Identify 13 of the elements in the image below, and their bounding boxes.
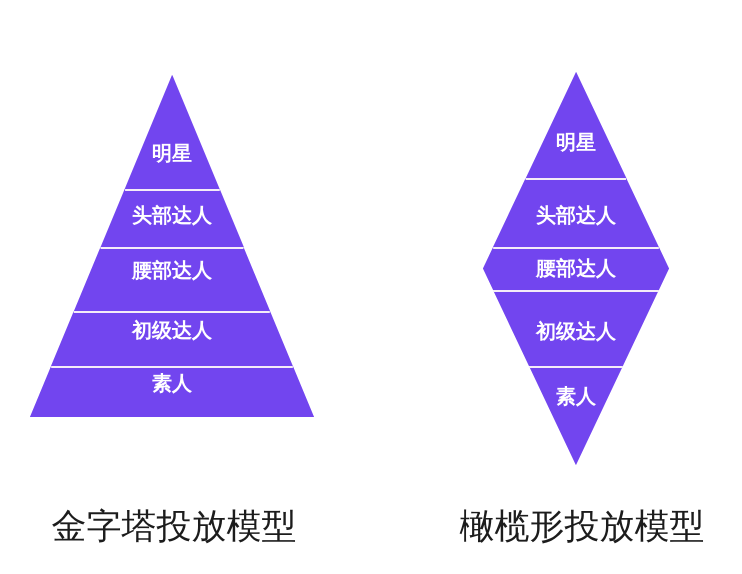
tier-band: 明星 [124, 75, 220, 189]
node-label: 金字塔投放模型 [52, 506, 296, 548]
tier-band: 头部达人 [493, 178, 659, 247]
tier-band: 腰部达人 [74, 247, 270, 311]
node-label: 橄榄形投放模型 [460, 506, 704, 548]
tier-band: 素人 [30, 366, 314, 417]
tier-band: 明星 [526, 72, 626, 178]
tier-band: 初级达人 [493, 290, 659, 366]
tier-band: 素人 [529, 366, 623, 465]
tier-band: 腰部达人 [483, 247, 669, 290]
pyramid-shape [30, 75, 314, 417]
diamond-shape [483, 72, 669, 465]
tier-band: 初级达人 [51, 311, 293, 366]
